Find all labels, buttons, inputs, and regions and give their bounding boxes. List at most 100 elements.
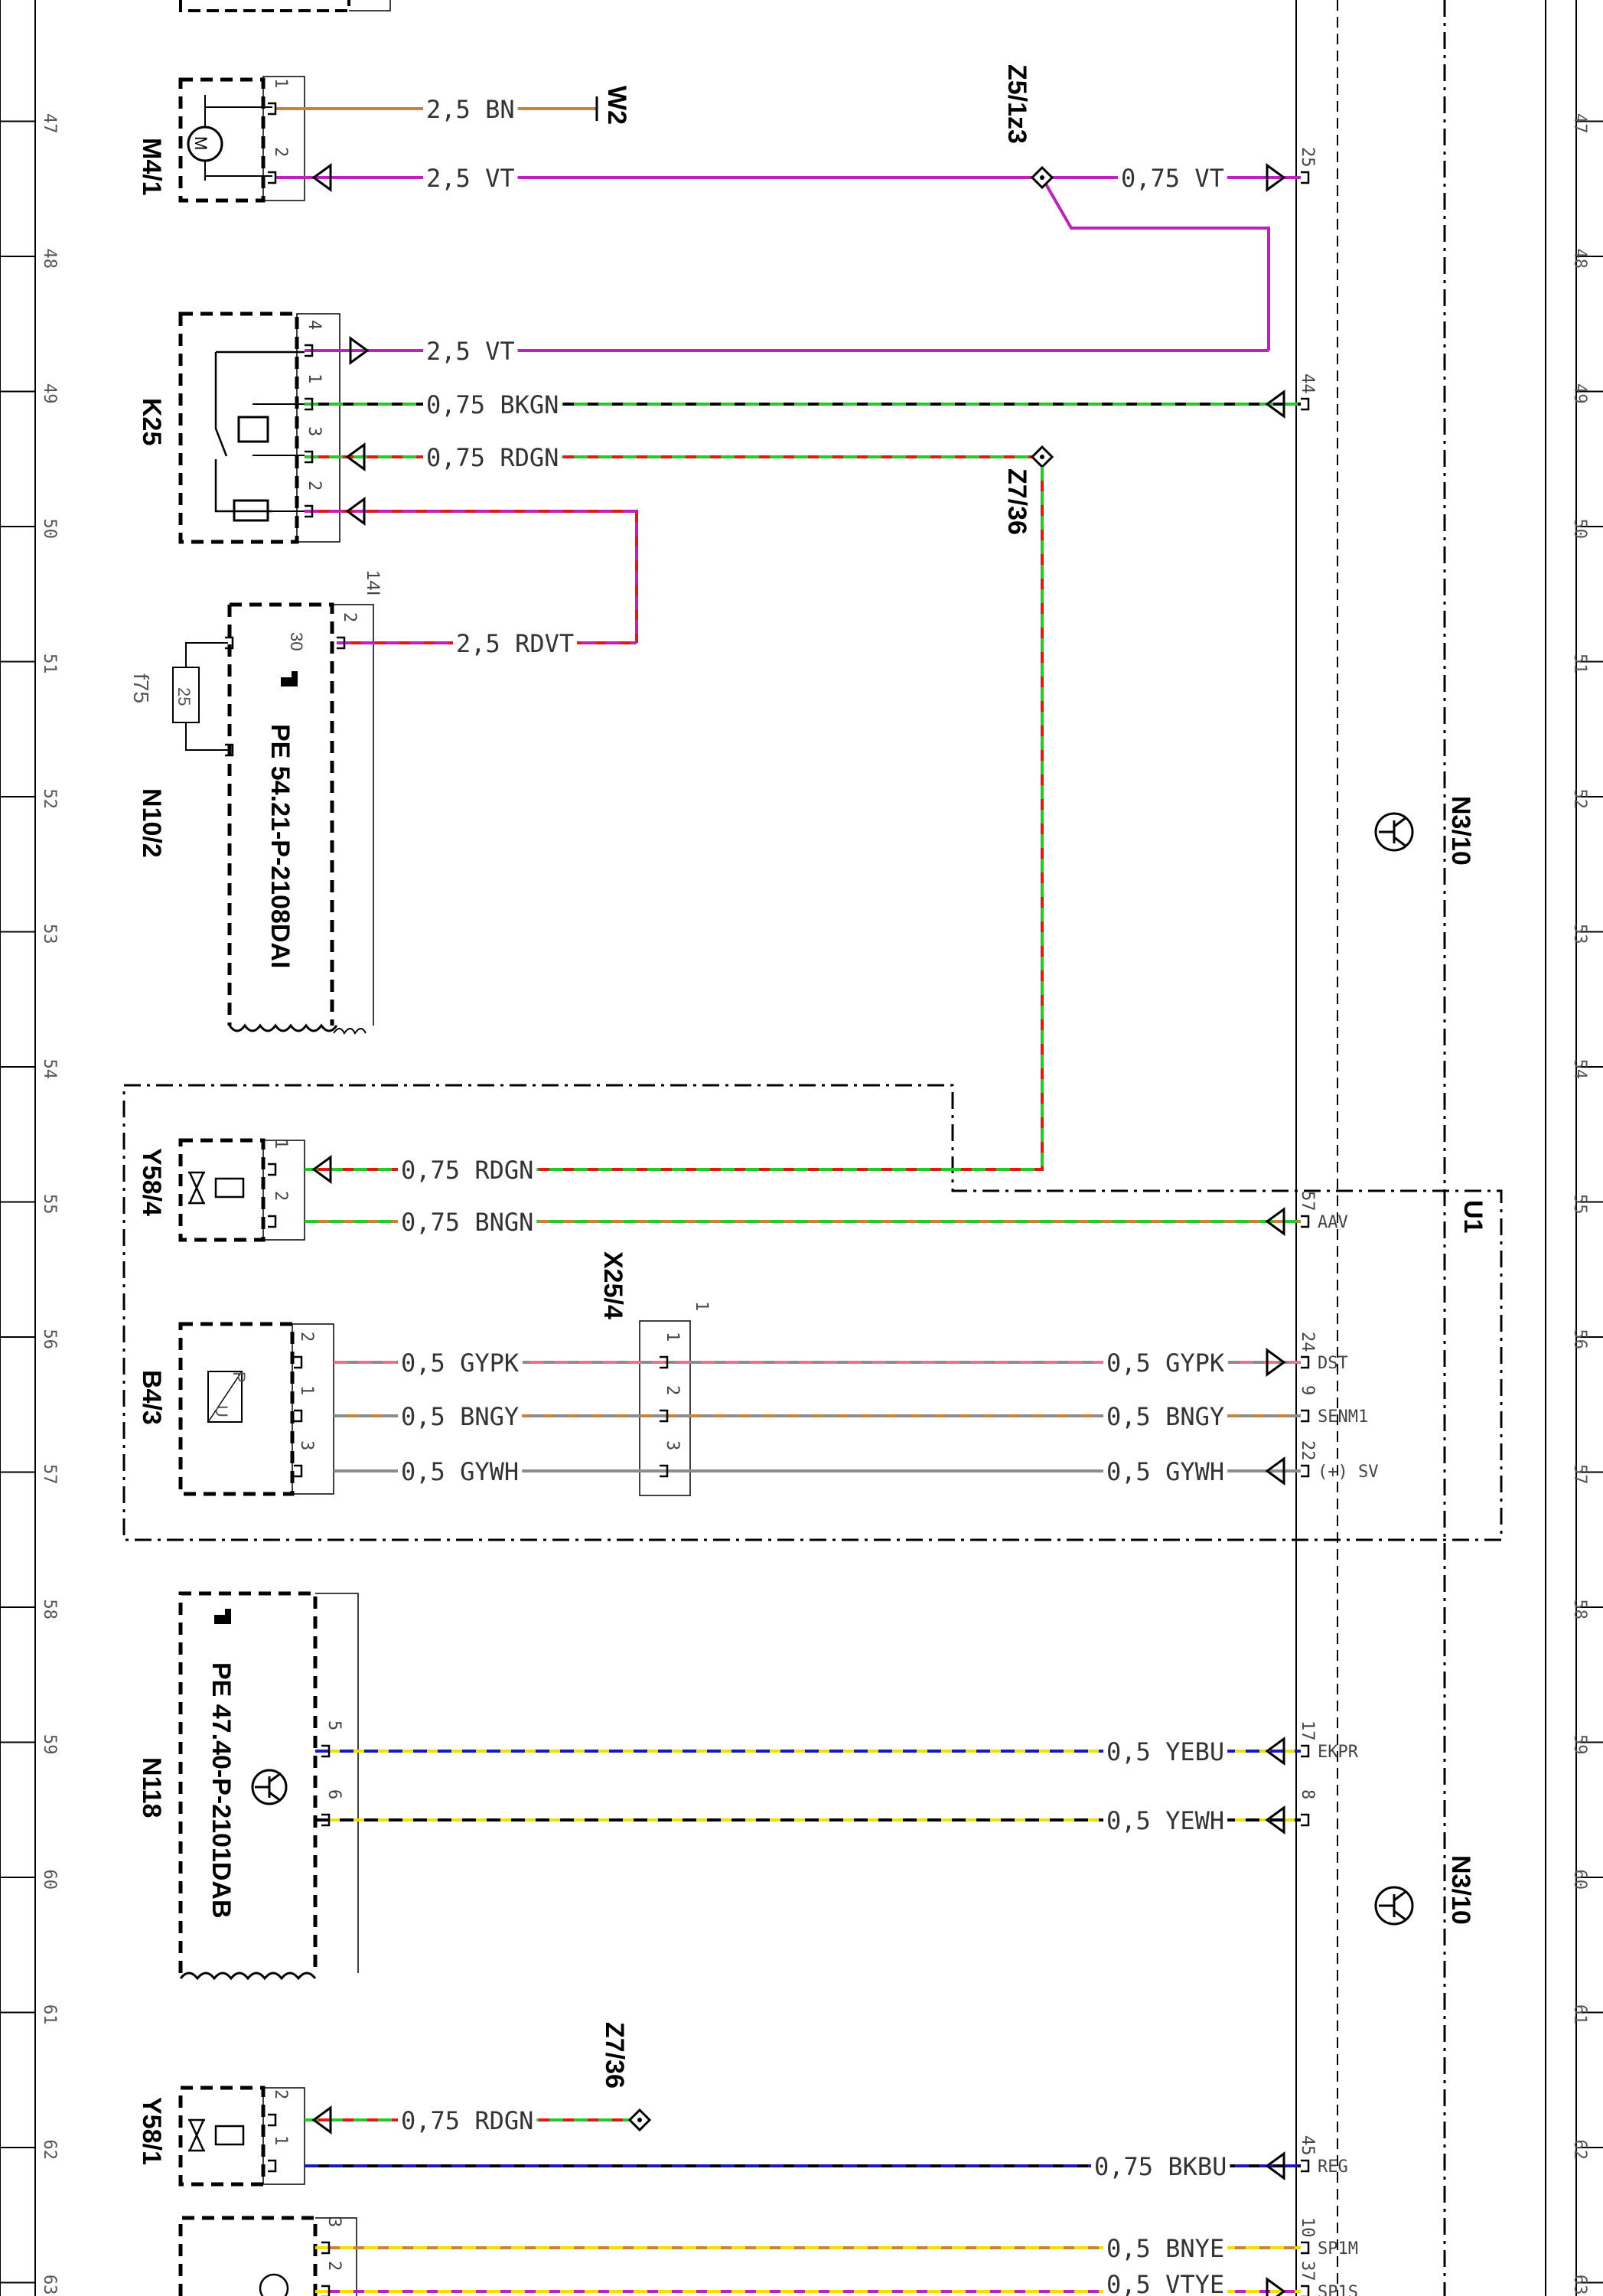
grid-number-right: 51 (1570, 654, 1589, 674)
pin-right (1301, 1464, 1310, 1478)
text-layer: M4/1 W2 K25 N10/2 f75 25 PE 54.21-P-2108… (129, 64, 1487, 2165)
pin-right (1301, 1355, 1310, 1369)
grid-number-left: 49 (40, 383, 59, 404)
y58-1-valve (188, 2118, 205, 2152)
label-0-5-bngy-right: 0,5 BNGY (1106, 1402, 1224, 1431)
grid-number-left: 47 (40, 113, 59, 134)
pin-number-right: 10 (1298, 2217, 1317, 2238)
pin-number-left: 1 (305, 373, 324, 383)
label-0-5-vtye: 0,5 VTYE (1106, 2270, 1224, 2296)
pin-left (305, 450, 314, 464)
pin-left (337, 636, 346, 650)
grid-number-left: 63 (40, 2275, 59, 2295)
label-0-75-rdgn-y58-1-bg (398, 2112, 537, 2135)
grid-number-left: 48 (40, 249, 59, 269)
arrow-y58-1-2 (311, 2105, 332, 2135)
label-0-75-bkgn-bg (423, 396, 562, 419)
pin-right (1301, 397, 1310, 411)
label-0-5-gypk-left: 0,5 GYPK (401, 1349, 520, 1378)
wire-rdgn-vertical-stripe (953, 467, 1044, 1171)
grid-number-right: 61 (1570, 2004, 1589, 2025)
arrow-m4-1-2 (311, 163, 332, 192)
component-boxes (172, 76, 691, 2296)
label-y58-4: Y58/4 (137, 1148, 166, 1216)
pin-left (294, 1355, 303, 1369)
pin-signal-right: AAV (1318, 1213, 1348, 1232)
label-0-75-rdgn-y58-1: 0,75 RDGN (401, 2106, 533, 2135)
label-n118: N118 (137, 1757, 166, 1818)
arrow-0-75-vt (1266, 163, 1286, 192)
label-z5-1z3: Z5/1z3 (1002, 64, 1031, 144)
pin-number-right: 37 (1298, 2261, 1317, 2281)
pin-right (1301, 2285, 1310, 2296)
k25-coil (237, 416, 269, 443)
pin-number-right: 24 (1298, 1332, 1317, 1352)
y58-4-pinstrip (262, 1140, 305, 1241)
motor-wiring (204, 95, 272, 181)
label-0-5-gywh-left-bg (398, 1463, 523, 1486)
label-0-5-yewh-bg (1103, 1812, 1228, 1835)
pin-left (660, 1464, 669, 1478)
label-2-5-rdvt-bg (453, 635, 578, 658)
motor-letter: M (191, 136, 210, 150)
pin-number-right: 9 (1298, 1385, 1317, 1395)
label-2-5-vt-k25-bg (423, 343, 518, 366)
label-0-75-rdgn-k25-bg (423, 449, 562, 472)
pin-left (321, 1744, 331, 1758)
label-u1: U1 (1458, 1200, 1487, 1233)
pin-left (268, 2113, 277, 2127)
pin-number-right: 25 (1298, 147, 1317, 168)
label-0-75-vt-bg (1118, 170, 1227, 193)
arrow-0-75-bkbu (1265, 2151, 1285, 2180)
grid-number-right: 54 (1570, 1059, 1589, 1080)
grid-number-right: 53 (1570, 924, 1589, 944)
label-0-5-gywh-right-bg (1103, 1463, 1228, 1486)
label-0-75-bkgn: 0,75 BKGN (426, 390, 559, 419)
pin-right (1301, 1744, 1310, 1758)
label-0-75-rdgn-y58-4: 0,75 RDGN (401, 1156, 533, 1185)
label-conn-14i: 14I (363, 570, 383, 595)
arrow-k25-4 (349, 336, 370, 365)
pin-signal-right: REG (1318, 2157, 1348, 2177)
label-0-5-bngy-right-bg (1103, 1408, 1228, 1431)
label-z7-36-top: Z7/36 (1002, 468, 1031, 535)
top-partial-box-2 (349, 0, 391, 11)
fuse-f75-wiring (185, 642, 228, 751)
pin-left (268, 2159, 277, 2173)
pin-number-left: 3 (297, 1440, 316, 1450)
k25-pinstrip (296, 313, 340, 543)
label-2-5-bn-bg (423, 101, 518, 124)
wire-k25-to-rdvt-base (305, 510, 638, 643)
pin-number-right: 8 (1298, 1789, 1317, 1799)
pin-number-left: 5 (324, 1720, 344, 1730)
grid-number-left: 57 (40, 1464, 59, 1485)
grid-number-right: 50 (1570, 519, 1589, 540)
label-n10-2: N10/2 (137, 788, 166, 858)
pin-number-left: 3 (663, 1440, 682, 1450)
label-2-5-bn: 2,5 BN (426, 95, 515, 124)
pin-number-left: 4 (305, 320, 324, 330)
grid-number-right: 56 (1570, 1329, 1589, 1350)
label-0-5-gypk-left-bg (398, 1355, 523, 1378)
arrow-0-5-gypk (1266, 1348, 1286, 1377)
pin-f75-bottom (225, 743, 234, 757)
u1-boundary (122, 1084, 1503, 1541)
label-n3-10-top: N3/10 (1446, 796, 1475, 866)
grid-number-right: 52 (1570, 789, 1589, 810)
pin-number-left: 1 (271, 2135, 290, 2145)
bottom-box (178, 2216, 318, 2296)
y58-1-pinstrip (262, 2087, 305, 2185)
grid-number-left: 62 (40, 2140, 59, 2161)
arrow-0-75-bkgn (1265, 390, 1285, 419)
label-0-5-vtye-bg (1103, 2276, 1228, 2296)
pin-right (1301, 2159, 1310, 2173)
grid-number-right: 62 (1570, 2140, 1589, 2161)
pin-number-right: 45 (1298, 2135, 1317, 2156)
pin-left (660, 1355, 669, 1369)
top-partial-box (179, 0, 350, 12)
wire-k25-to-rdvt-stripe (305, 510, 638, 643)
pin-right (1301, 1215, 1310, 1228)
label-m4-1: M4/1 (137, 138, 166, 196)
